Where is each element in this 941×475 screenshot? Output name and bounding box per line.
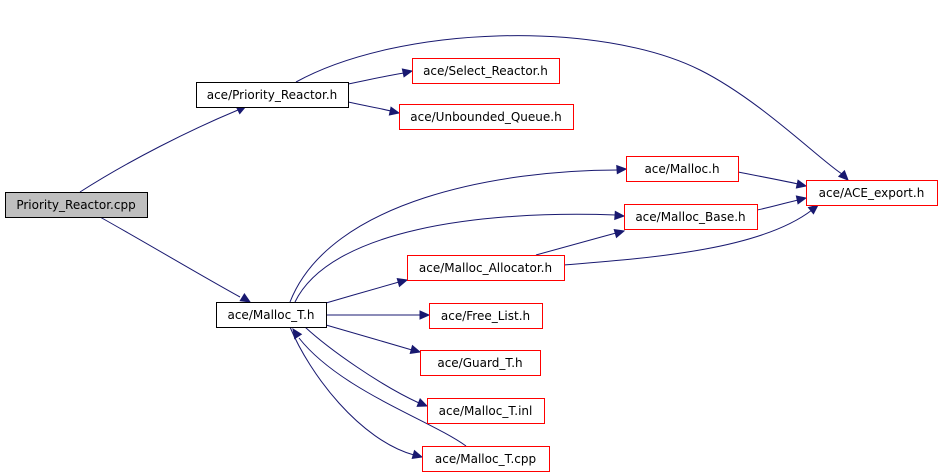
edge-line (756, 199, 799, 211)
node-mt[interactable]: ace/Malloc_T.h (216, 302, 327, 328)
edge-arrowhead (419, 310, 431, 320)
node-box (806, 180, 938, 206)
edge-mt-to-ma (325, 278, 409, 304)
node-label: ace/Malloc_Base.h (635, 210, 745, 224)
node-label: ace/Malloc_T.h (227, 308, 314, 322)
edge-arrowhead (239, 292, 252, 303)
node-box (429, 303, 543, 329)
edge-arrowhead (795, 179, 808, 189)
edge-mt-to-fl (326, 310, 431, 320)
edge-arrowhead (613, 229, 626, 239)
edges-layer (79, 35, 849, 459)
node-box (196, 82, 349, 108)
edge-line (325, 324, 413, 351)
edge-root-to-mt (99, 216, 252, 303)
node-mb[interactable]: ace/Malloc_Base.h (624, 204, 758, 230)
node-box (399, 104, 574, 130)
edge-root-to-prh (79, 105, 248, 193)
node-label: ace/Select_Reactor.h (423, 64, 548, 78)
edge-line (563, 209, 813, 266)
edge-prh-to-unb (347, 101, 401, 116)
node-box (626, 156, 739, 182)
node-label: ace/Malloc_T.cpp (435, 452, 536, 466)
node-box (407, 255, 565, 281)
edge-arrowhead (614, 210, 626, 221)
edge-mt-to-mal (289, 164, 628, 303)
edge-mt-to-cpp (289, 326, 424, 459)
node-fl[interactable]: ace/Free_List.h (429, 303, 543, 329)
edge-arrowhead (396, 278, 409, 288)
node-mal[interactable]: ace/Malloc.h (626, 156, 739, 182)
edge-mal-to-ace (737, 171, 808, 189)
edge-arrowhead (807, 204, 819, 215)
nodes-layer: Priority_Reactor.cpp ace/Priority_Reactor… (5, 58, 938, 472)
edge-arrowhead (388, 106, 401, 116)
node-label: ace/Free_List.h (441, 309, 530, 323)
node-label: Priority_Reactor.cpp (16, 198, 135, 212)
edge-line (289, 169, 619, 303)
edge-cpp-to-mt (292, 327, 467, 447)
node-prh[interactable]: ace/Priority_Reactor.h (196, 82, 349, 108)
node-box (412, 58, 560, 84)
node-label: ace/Priority_Reactor.h (207, 88, 338, 102)
node-label: ace/Guard_T.h (437, 356, 522, 370)
node-inl[interactable]: ace/Malloc_T.inl (427, 398, 545, 424)
edge-arrowhead (837, 169, 849, 181)
edge-ma-to-mb (535, 229, 626, 256)
node-label: ace/Malloc.h (644, 162, 719, 176)
edge-arrowhead (616, 164, 628, 175)
edge-arrowhead (795, 195, 808, 205)
node-box (420, 350, 541, 376)
node-label: ace/Malloc_Allocator.h (419, 261, 552, 275)
edge-line (79, 109, 239, 193)
node-box (427, 398, 545, 424)
edge-arrowhead (416, 398, 429, 407)
node-label: ace/Malloc_T.inl (439, 404, 533, 418)
edge-line (289, 326, 415, 456)
edge-line (535, 232, 617, 256)
edge-line (347, 72, 405, 85)
node-label: ace/Unbounded_Queue.h (410, 110, 561, 124)
node-gt[interactable]: ace/Guard_T.h (420, 350, 541, 376)
edge-mt-to-inl (304, 326, 429, 407)
edge-ma-to-ace (563, 204, 819, 266)
edge-line (347, 101, 392, 112)
edge-arrowhead (401, 68, 414, 78)
edge-mt-to-gt (325, 324, 422, 354)
node-box (624, 204, 758, 230)
edge-prh-to-ace (295, 35, 849, 181)
edge-line (99, 216, 241, 298)
edge-arrowhead (292, 327, 303, 340)
node-root[interactable]: Priority_Reactor.cpp (5, 192, 148, 218)
edge-mb-to-ace (756, 195, 808, 211)
edge-line (294, 213, 617, 303)
node-cpp[interactable]: ace/Malloc_T.cpp (422, 446, 550, 472)
edge-line (304, 326, 420, 404)
node-box (216, 302, 327, 328)
edge-line (298, 337, 467, 447)
edge-line (325, 281, 400, 304)
edge-arrowhead (411, 449, 424, 459)
edge-line (737, 171, 799, 185)
node-box (422, 446, 550, 472)
node-label: ace/ACE_export.h (819, 186, 925, 200)
node-sel[interactable]: ace/Select_Reactor.h (412, 58, 560, 84)
edge-mt-to-mb (294, 210, 626, 303)
edge-prh-to-sel (347, 68, 414, 85)
node-ma[interactable]: ace/Malloc_Allocator.h (407, 255, 565, 281)
node-ace[interactable]: ace/ACE_export.h (806, 180, 938, 206)
node-box (5, 192, 148, 218)
edge-line (295, 35, 843, 175)
node-unb[interactable]: ace/Unbounded_Queue.h (399, 104, 574, 130)
edge-arrowhead (409, 344, 422, 354)
